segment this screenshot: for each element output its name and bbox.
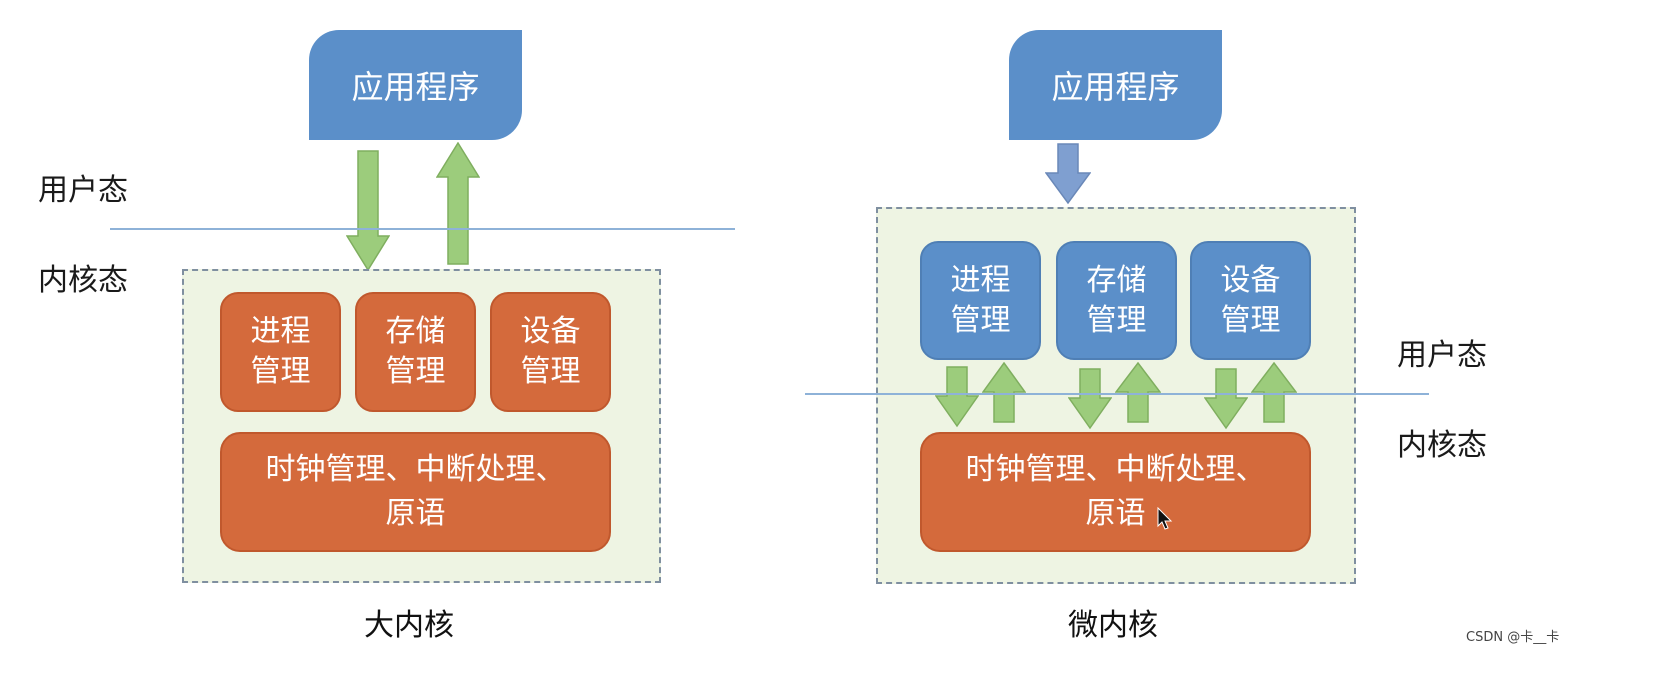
right-app-down-arrow (1045, 143, 1091, 205)
left-application-label: 应用程序 (351, 68, 480, 106)
right-kernel-core-box: 时钟管理、中断处理、 原语 (920, 432, 1311, 552)
right-storage-up-arrow (1115, 362, 1161, 424)
right-mode-divider-line (805, 393, 1429, 395)
right-process-management-box: 进程 管理 (920, 241, 1041, 360)
module-line: 管理 (950, 302, 1011, 338)
right-device-up-arrow (1251, 362, 1297, 424)
module-line: 存储 (385, 314, 446, 349)
module-line: 设备 (1220, 262, 1281, 298)
right-storage-down-arrow (1068, 368, 1112, 430)
module-line: 进程 (250, 314, 311, 349)
module-line: 进程 (950, 262, 1011, 298)
left-storage-management-box: 存储 管理 (355, 292, 476, 412)
right-application-box: 应用程序 (1009, 30, 1222, 140)
right-diagram-caption: 微内核 (1068, 608, 1158, 643)
core-line: 时钟管理、中断处理、 (265, 452, 566, 487)
module-line: 管理 (520, 354, 581, 389)
left-down-arrow (346, 150, 390, 272)
module-line: 管理 (1086, 302, 1147, 338)
right-process-up-arrow (982, 362, 1026, 424)
module-line: 设备 (520, 314, 581, 349)
right-device-down-arrow (1204, 368, 1248, 430)
right-kernel-mode-label: 内核态 (1397, 428, 1487, 463)
right-process-down-arrow (935, 366, 979, 428)
left-mode-divider-line (110, 228, 735, 230)
left-user-mode-label: 用户态 (38, 173, 128, 208)
left-kernel-mode-label: 内核态 (38, 263, 128, 298)
module-line: 存储 (1086, 262, 1147, 298)
module-line: 管理 (385, 354, 446, 389)
mouse-cursor-icon (1157, 506, 1173, 531)
core-line: 时钟管理、中断处理、 (965, 452, 1266, 487)
right-storage-management-box: 存储 管理 (1056, 241, 1177, 360)
left-kernel-core-box: 时钟管理、中断处理、 原语 (220, 432, 611, 552)
module-line: 管理 (250, 354, 311, 389)
csdn-watermark: CSDN @卡__卡 (1466, 630, 1560, 645)
left-process-management-box: 进程 管理 (220, 292, 341, 412)
right-application-label: 应用程序 (1051, 68, 1180, 106)
core-line: 原语 (1085, 496, 1146, 531)
right-device-management-box: 设备 管理 (1190, 241, 1311, 360)
left-diagram-caption: 大内核 (364, 608, 454, 643)
left-application-box: 应用程序 (309, 30, 522, 140)
left-up-arrow (436, 142, 480, 266)
core-line: 原语 (385, 496, 446, 531)
right-user-mode-label: 用户态 (1397, 338, 1487, 373)
left-device-management-box: 设备 管理 (490, 292, 611, 412)
module-line: 管理 (1220, 302, 1281, 338)
